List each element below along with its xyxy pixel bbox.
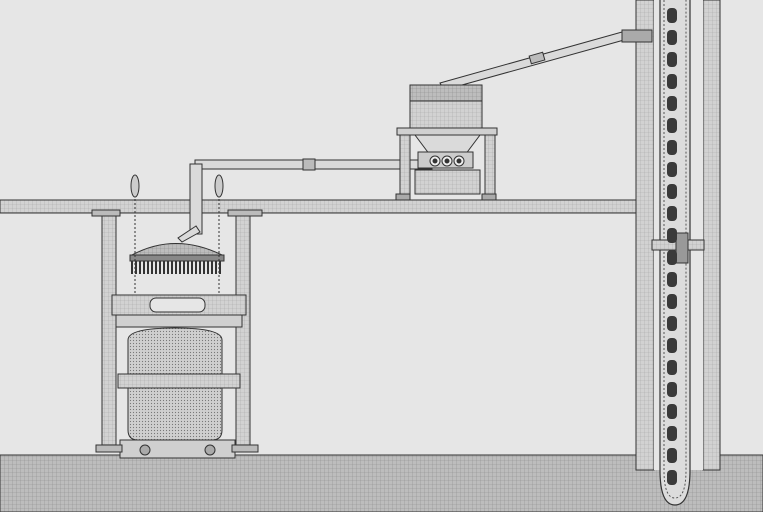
capsule bbox=[667, 8, 677, 23]
capsule bbox=[667, 250, 677, 265]
capsule bbox=[667, 360, 677, 375]
lower-machine bbox=[91, 209, 263, 459]
capsule bbox=[667, 338, 677, 353]
capsule bbox=[667, 140, 677, 155]
capsule bbox=[667, 30, 677, 45]
vertical-shaft bbox=[635, 0, 721, 506]
capsule bbox=[667, 272, 677, 287]
capsule-stack bbox=[667, 8, 677, 485]
capsule bbox=[667, 316, 677, 331]
capsule bbox=[667, 162, 677, 177]
capsule bbox=[667, 448, 677, 463]
capsule bbox=[667, 206, 677, 221]
capsule bbox=[667, 184, 677, 199]
capsule bbox=[667, 52, 677, 67]
capsule bbox=[667, 118, 677, 133]
capsule bbox=[667, 294, 677, 309]
connecting-pipe bbox=[177, 29, 653, 243]
capsule bbox=[667, 96, 677, 111]
capsule bbox=[667, 228, 677, 243]
capsule bbox=[667, 382, 677, 397]
upper-machine bbox=[395, 84, 498, 201]
suspension-rods bbox=[130, 174, 224, 295]
capsule bbox=[667, 404, 677, 419]
capsule bbox=[667, 470, 677, 485]
brush-fringe bbox=[131, 261, 221, 274]
capsule bbox=[667, 74, 677, 89]
capsule bbox=[667, 426, 677, 441]
